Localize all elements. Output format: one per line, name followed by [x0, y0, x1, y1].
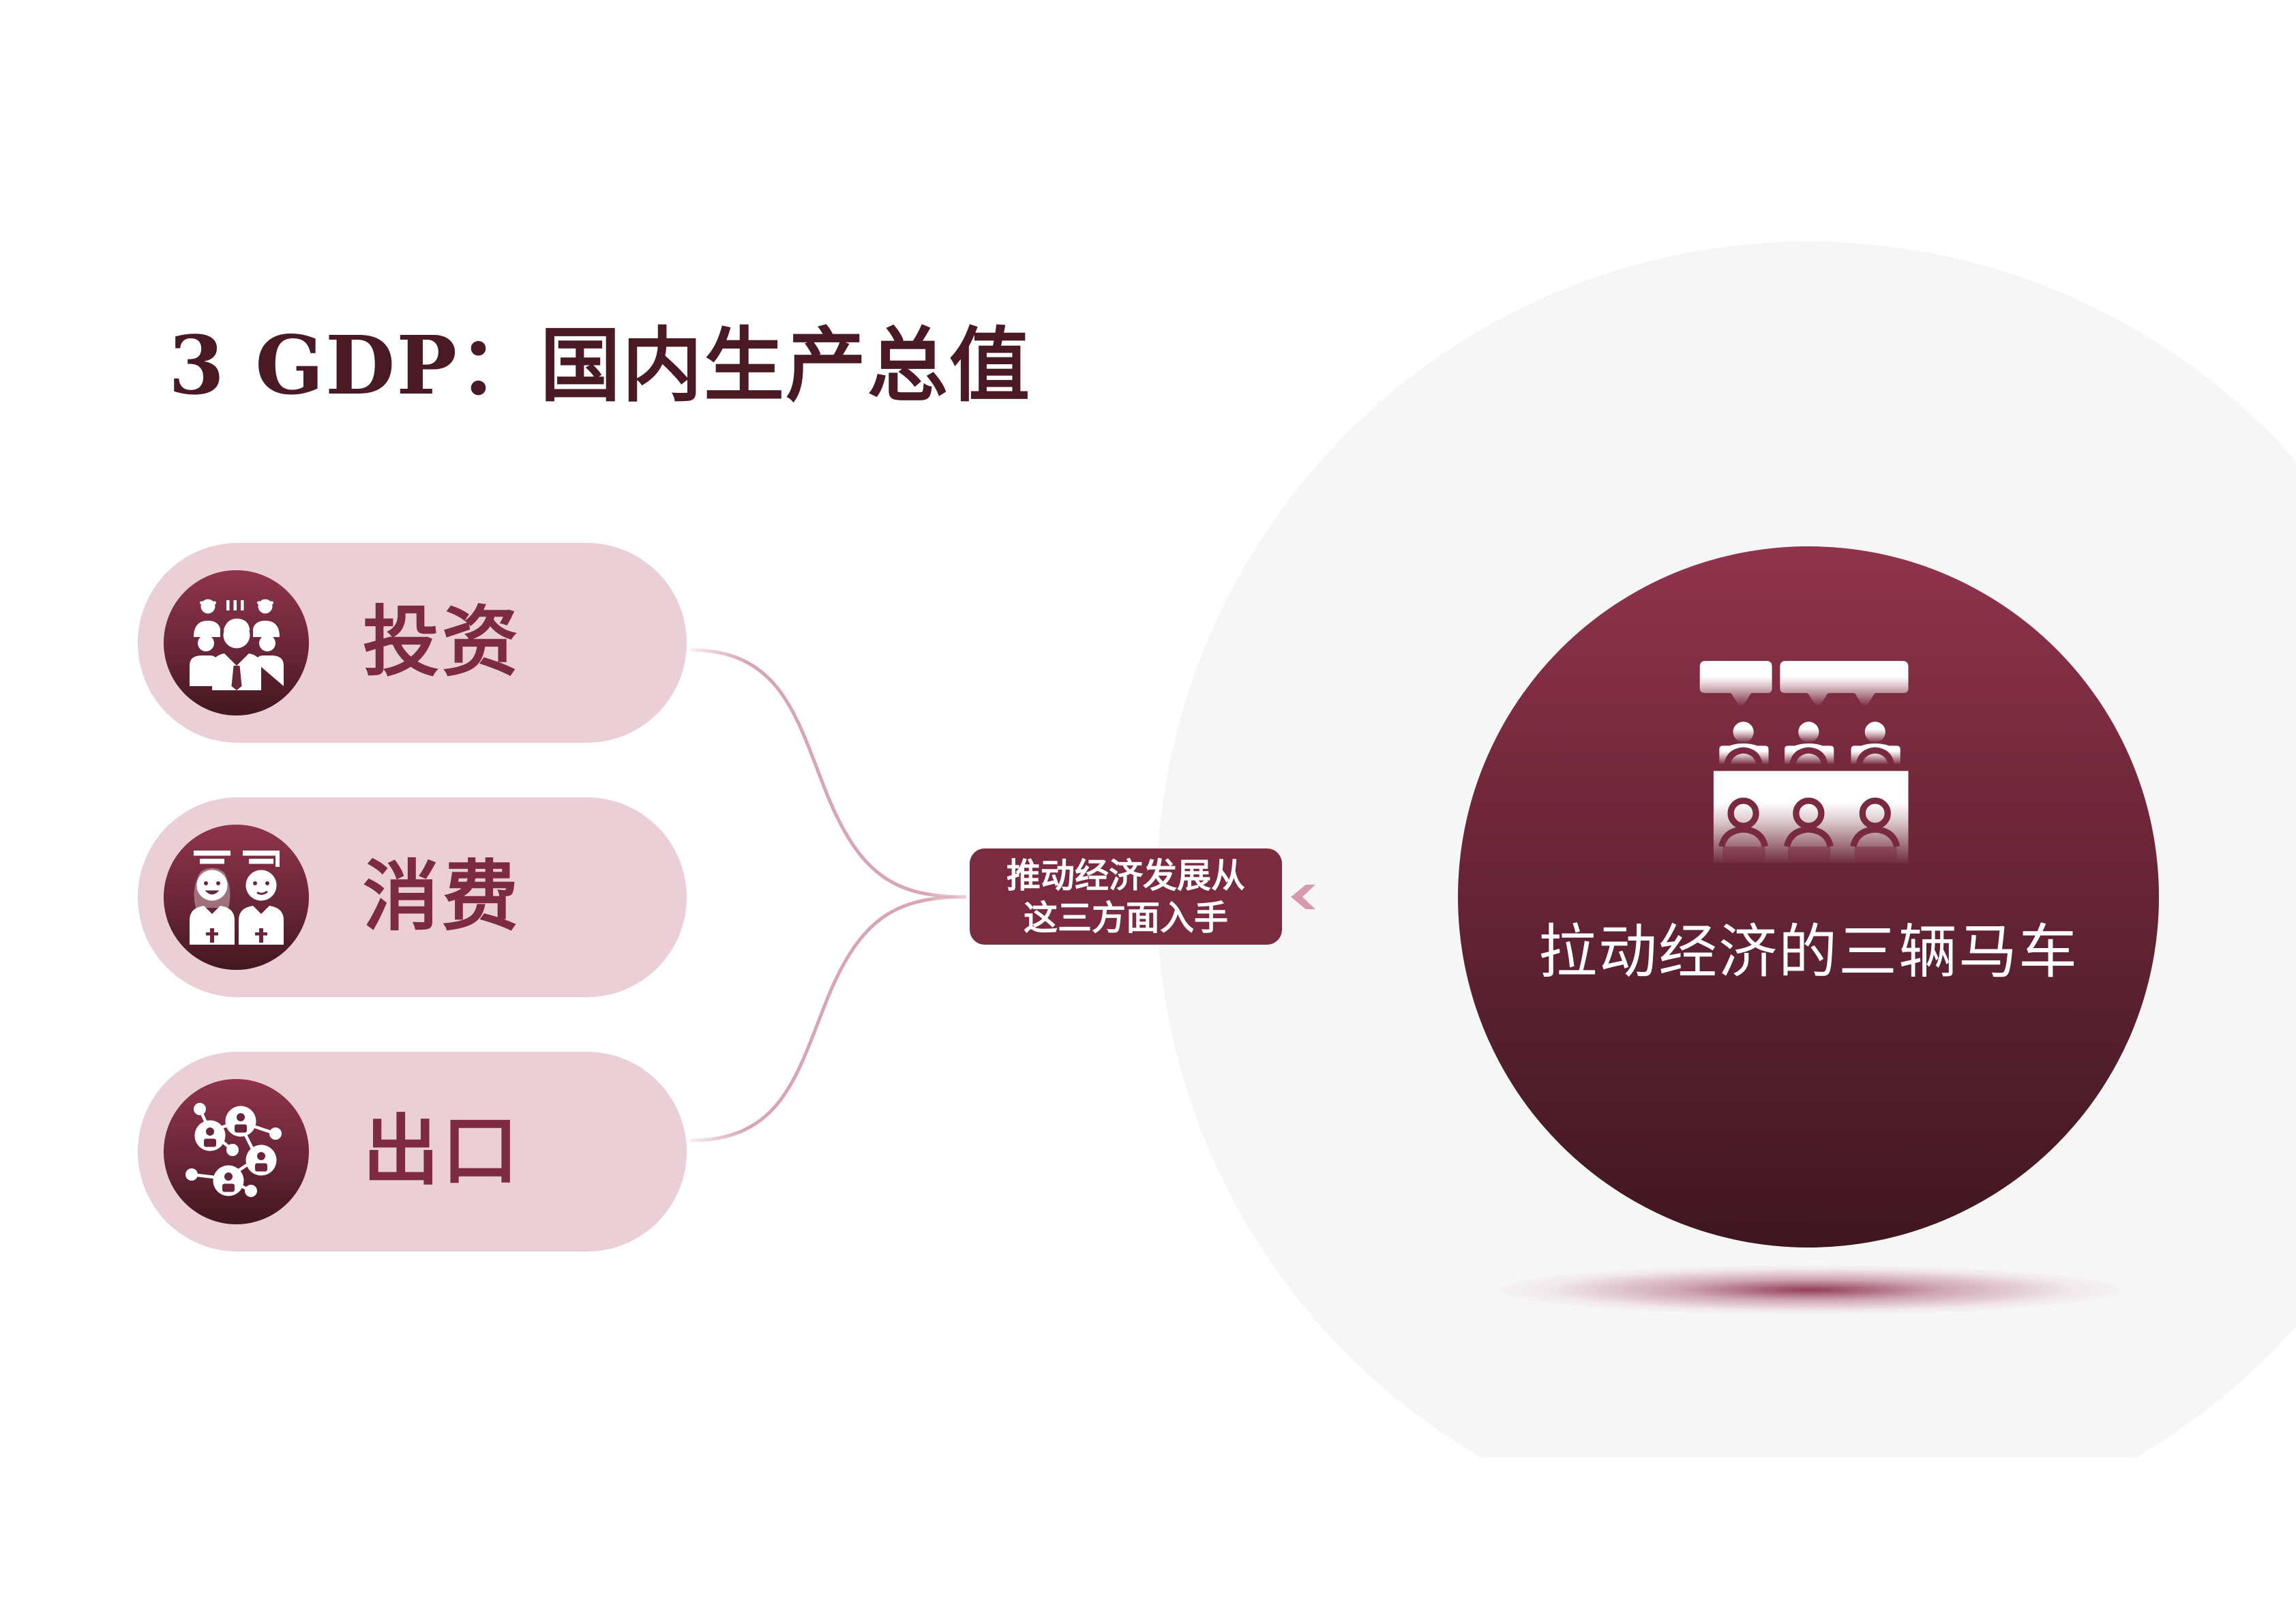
main-circle-label: 拉动经济的三辆马车 [1538, 918, 2078, 986]
hub-label-line-2: 这三方面入手 [1024, 898, 1228, 938]
main-circle [1458, 546, 2159, 1247]
factor-pill-investment: 投资 [138, 543, 687, 743]
factor-label: 消费 [363, 852, 521, 941]
main-circle-shadow [1500, 1265, 2121, 1314]
graduates-couple-icon [164, 825, 309, 970]
factor-label: 投资 [363, 597, 521, 687]
factor-pill-export: 出口 [138, 1052, 687, 1252]
page-title: 3 GDP：国内生产总值 [168, 318, 1032, 413]
factor-label: 出口 [363, 1106, 521, 1196]
factor-pill-consumption: 消费 [138, 797, 687, 997]
hub-label-box: 推动经济发展从 这三方面入手 [970, 848, 1282, 945]
conference-meeting-icon [1699, 661, 1909, 863]
network-people-icon [164, 1079, 309, 1224]
team-people-icon [164, 570, 309, 715]
hub-label-line-1: 推动经济发展从 [1007, 855, 1245, 896]
